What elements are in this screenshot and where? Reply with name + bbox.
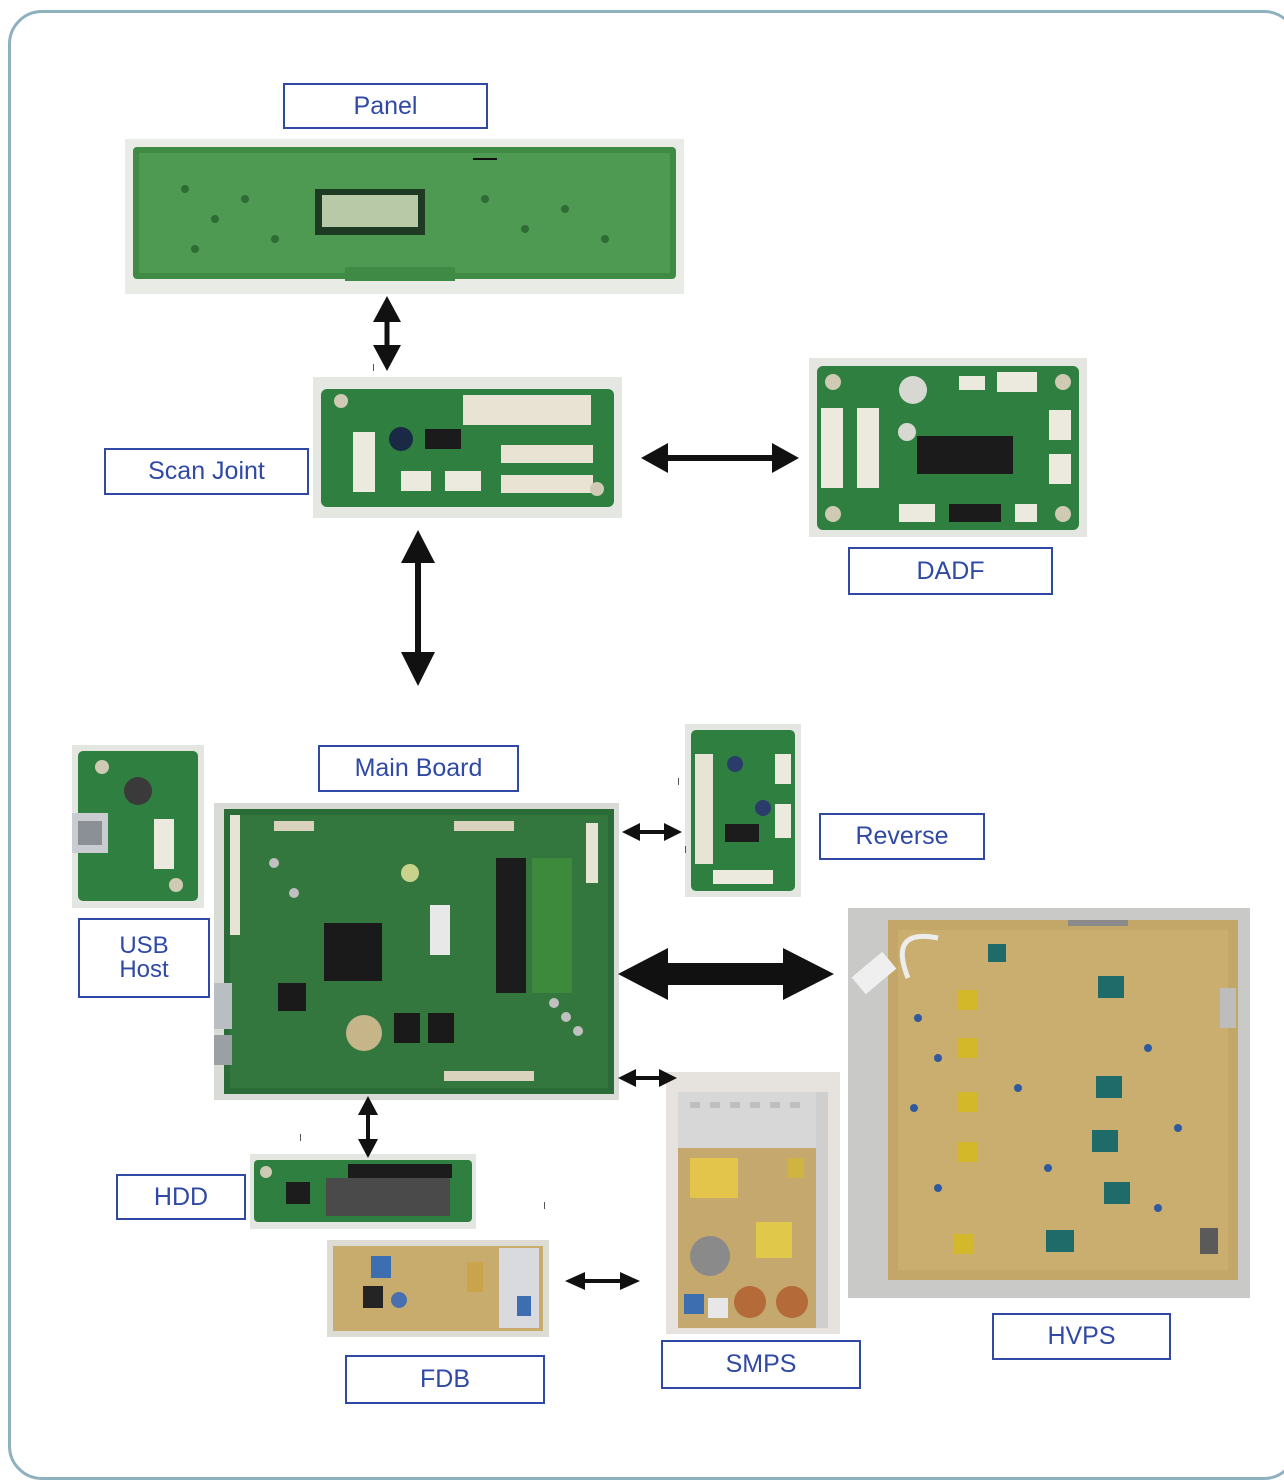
label-scan-joint: Scan Joint (104, 448, 309, 495)
panel-board-image (125, 139, 684, 294)
label-fdb: FDB (345, 1355, 545, 1404)
tick-mark (373, 364, 374, 371)
tick-mark (300, 1134, 301, 1141)
arrow-scan-joint-dadf (641, 443, 799, 473)
fdb-board-image (327, 1240, 549, 1337)
label-usb-host: USB Host (78, 918, 210, 998)
smps-board-image (666, 1072, 840, 1334)
hdd-board-image (250, 1154, 476, 1229)
usb-host-board-image (72, 745, 204, 908)
label-dadf: DADF (848, 547, 1053, 595)
arrow-main-board-smps (618, 1069, 677, 1087)
arrow-fdb-smps (565, 1272, 640, 1290)
tick-mark (678, 778, 679, 785)
scan-joint-board-image (313, 377, 622, 518)
arrow-main-board-hvps (618, 948, 834, 1000)
main-board-image (214, 803, 619, 1100)
dadf-board-image (809, 358, 1087, 537)
arrow-panel-scan-joint (373, 296, 401, 371)
hvps-board-image (848, 908, 1250, 1298)
label-hvps: HVPS (992, 1313, 1171, 1360)
arrow-main-board-reverse (622, 823, 682, 841)
tick-mark (685, 846, 686, 853)
label-main-board: Main Board (318, 745, 519, 792)
label-hdd: HDD (116, 1174, 246, 1220)
label-reverse: Reverse (819, 813, 985, 860)
label-smps: SMPS (661, 1340, 861, 1389)
reverse-board-image (685, 724, 801, 897)
label-panel: Panel (283, 83, 488, 129)
arrow-main-board-hdd (358, 1096, 378, 1158)
arrow-scan-joint-main-board (401, 530, 435, 686)
tick-mark (544, 1202, 545, 1209)
